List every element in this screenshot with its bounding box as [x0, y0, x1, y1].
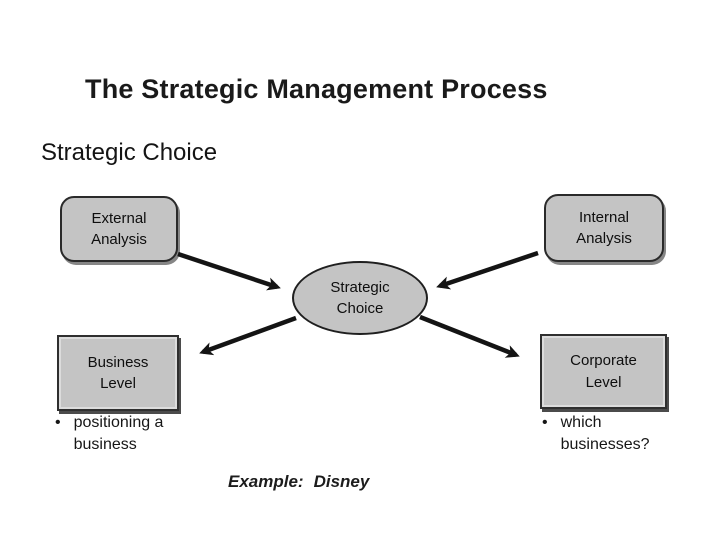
example-value: Disney	[313, 472, 370, 491]
bullet-icon: •	[542, 414, 548, 431]
arrow-external-to-choice	[177, 251, 281, 291]
node-corporate-level: Corporate Level	[540, 334, 667, 409]
node-corporate-level-label: Corporate Level	[570, 352, 637, 391]
arrow-choice-to-corporate	[419, 314, 520, 358]
node-internal-analysis-label: Internal Analysis	[576, 208, 632, 247]
node-business-level: Business Level	[57, 335, 179, 411]
bullet-business-level-text: positioning a business	[73, 414, 164, 454]
example-label: Example:	[228, 472, 304, 491]
node-strategic-choice-label: Strategic Choice	[330, 278, 390, 317]
node-strategic-choice: Strategic Choice	[292, 261, 428, 335]
slide-subtitle: Strategic Choice	[41, 139, 218, 166]
slide-title: The Strategic Management Process	[85, 74, 548, 104]
bullet-corporate-level-text: which businesses?	[560, 414, 650, 454]
bullet-icon: •	[55, 414, 61, 431]
node-internal-analysis: Internal Analysis	[544, 194, 664, 262]
arrow-internal-to-choice	[436, 250, 539, 290]
node-business-level-label: Business Level	[87, 353, 149, 392]
bullet-corporate-level: • which businesses?	[542, 412, 663, 456]
arrow-choice-to-business	[199, 315, 297, 356]
node-external-analysis-label: External Analysis	[91, 209, 147, 248]
bullet-business-level: • positioning a business	[55, 412, 166, 456]
node-external-analysis: External Analysis	[60, 196, 178, 262]
example-caption: Example: Disney	[228, 472, 369, 492]
